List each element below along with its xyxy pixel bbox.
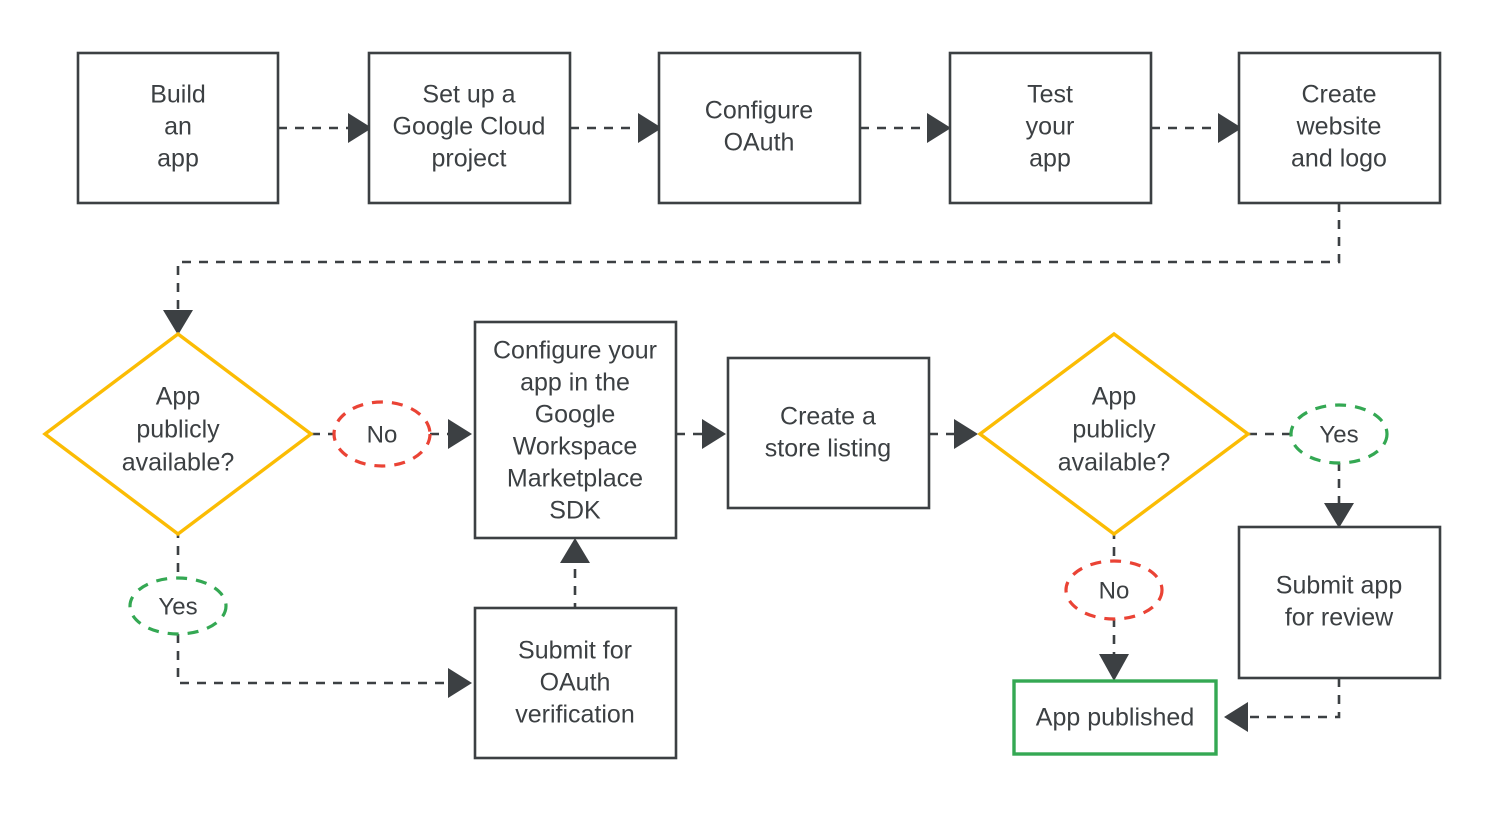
node-label-line: your — [1026, 113, 1075, 141]
node-shape-diamond — [977, 331, 1251, 537]
edge-create-website-to-decision-left — [176, 203, 1341, 310]
node-build-an-app[interactable]: Build an app — [76, 51, 280, 205]
edge-submit-review-to-app-published — [1248, 678, 1341, 719]
arrowhead-icon — [448, 668, 472, 698]
node-label-line: and logo — [1291, 145, 1387, 173]
node-label-line: app — [157, 145, 199, 173]
node-label-line: available? — [1058, 449, 1171, 477]
node-label-line: Create — [1301, 81, 1376, 109]
node-app-publicly-available-right[interactable]: App publicly available? — [977, 331, 1251, 537]
node-label-line: publicly — [136, 416, 220, 444]
node-submit-for-oauth-verification[interactable]: Submit for OAuth verification — [473, 606, 678, 760]
yes-pill-shape — [128, 576, 228, 636]
node-label-line: Configure your — [493, 337, 657, 365]
edge-label-yes-left: Yes — [128, 576, 228, 636]
arrowhead-icon — [560, 538, 590, 563]
arrowhead-icon — [348, 113, 372, 143]
node-label-line: Configure — [705, 97, 813, 125]
node-shape-rect — [657, 51, 862, 205]
node-label-line: app — [1029, 145, 1071, 173]
node-create-website-and-logo[interactable]: Create website and logo — [1237, 51, 1442, 205]
node-shape-rect — [367, 51, 572, 205]
node-shape-rect — [1237, 51, 1442, 205]
edge-label-no-left: No — [332, 400, 432, 468]
node-set-up-google-cloud-project[interactable]: Set up a Google Cloud project — [367, 51, 572, 205]
node-shape-rect — [1012, 679, 1218, 756]
node-label-line: available? — [122, 449, 235, 477]
edge-label-text: No — [367, 421, 398, 448]
node-configure-oauth[interactable]: Configure OAuth — [657, 51, 862, 205]
arrowhead-icon — [638, 113, 662, 143]
edge-label-text: No — [1099, 577, 1130, 604]
node-shape-diamond — [42, 331, 314, 537]
node-app-publicly-available-left[interactable]: App publicly available? — [42, 331, 314, 537]
node-shape-rect — [473, 320, 678, 540]
edge-label-no-right: No — [1064, 559, 1164, 621]
node-label-line: app in the — [520, 369, 630, 397]
node-label-line: Submit for — [518, 637, 632, 665]
edge-label-text: Yes — [158, 593, 197, 620]
arrowhead-icon — [1218, 113, 1242, 143]
edge-label-yes-right: Yes — [1289, 403, 1389, 465]
node-label-line: Create a — [780, 403, 876, 431]
node-label-line: Build — [150, 81, 206, 109]
node-label-line: Set up a — [422, 81, 515, 109]
arrowhead-icon — [1224, 702, 1248, 732]
node-label-line: publicly — [1072, 416, 1156, 444]
node-configure-app-in-marketplace-sdk[interactable]: Configure your app in the Google Workspa… — [473, 320, 678, 540]
node-label-line: Workspace — [513, 433, 638, 461]
node-shape-rect — [948, 51, 1153, 205]
node-shape-rect — [1237, 525, 1442, 680]
node-create-a-store-listing[interactable]: Create a store listing — [726, 356, 931, 510]
node-label-line: for review — [1285, 604, 1394, 632]
node-label-line: SDK — [549, 497, 601, 525]
node-label-line: OAuth — [540, 669, 611, 697]
node-label-line: Marketplace — [507, 465, 643, 493]
arrowhead-icon — [1099, 654, 1129, 681]
node-label-line: Test — [1027, 81, 1073, 109]
node-label-line: App — [156, 383, 200, 411]
node-shape-rect — [473, 606, 678, 760]
node-label-line: Submit app — [1276, 572, 1402, 600]
yes-pill-shape — [1289, 403, 1389, 465]
node-app-published[interactable]: App published — [1012, 679, 1218, 756]
node-label-line: an — [164, 113, 192, 141]
arrowhead-icon — [927, 113, 951, 143]
node-test-your-app[interactable]: Test your app — [948, 51, 1153, 205]
node-label-line: project — [431, 145, 506, 173]
node-label-line: App published — [1036, 704, 1194, 732]
no-pill-shape — [332, 400, 432, 468]
node-label-line: store listing — [765, 435, 891, 463]
arrowhead-icon — [954, 419, 978, 449]
node-label-line: Google — [535, 401, 616, 429]
node-label-line: App — [1092, 383, 1136, 411]
arrowhead-icon — [702, 419, 726, 449]
edge-yes-label-to-oauth-verification — [176, 634, 448, 685]
node-label-line: website — [1296, 113, 1382, 141]
no-pill-shape — [1064, 559, 1164, 621]
node-label-line: verification — [515, 701, 635, 729]
arrowhead-icon — [163, 310, 193, 335]
node-submit-app-for-review[interactable]: Submit app for review — [1237, 525, 1442, 680]
node-shape-rect — [726, 356, 931, 510]
edge-label-text: Yes — [1319, 421, 1358, 448]
edge-layer — [163, 113, 1354, 732]
arrowhead-icon — [448, 419, 472, 449]
node-shape-rect — [76, 51, 280, 205]
node-label-line: OAuth — [724, 129, 795, 157]
arrowhead-icon — [1324, 503, 1354, 528]
node-label-line: Google Cloud — [393, 113, 546, 141]
